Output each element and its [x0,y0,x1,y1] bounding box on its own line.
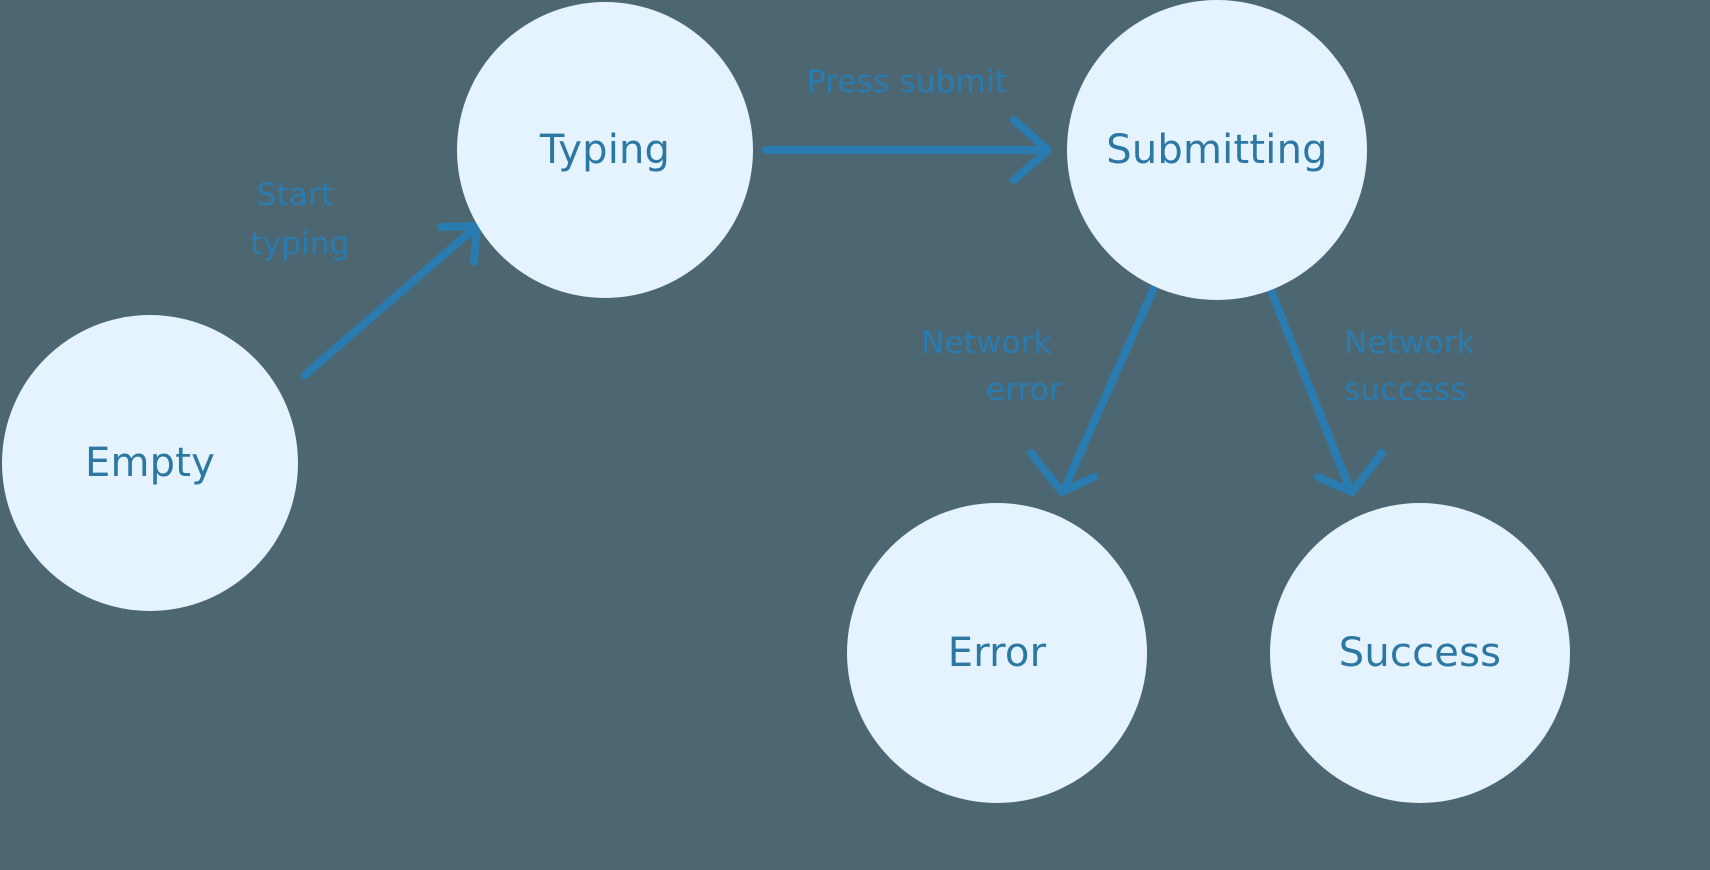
edge-label-submitting-to-error: Network error [921,325,1062,408]
edge-label-submitting-to-success: Network success [1344,325,1485,408]
arrowhead-submitting-to-error [1027,449,1098,496]
edge-label-line: success [1344,372,1467,408]
edge-label-line: Network [921,325,1052,361]
edge-label-line: error [986,372,1062,408]
edge-label-empty-to-typing: Start typing [250,177,349,262]
edge-label-line: Start [257,177,334,213]
node-circle-success [1270,503,1570,803]
node-circle-typing [457,2,753,298]
edge-line-submitting-to-success [1266,284,1353,491]
edge-label-typing-to-submitting: Press submit [807,64,1007,100]
edge-submitting-to-success[interactable]: Network success [1266,284,1485,496]
node-error[interactable]: Error [847,503,1147,803]
edge-label-line: Press submit [807,64,1007,100]
node-label-submitting: Submitting [1106,127,1327,173]
arrowhead-submitting-to-success [1314,449,1386,496]
node-circle-empty [2,315,298,611]
node-empty[interactable]: Empty [2,315,298,611]
node-success[interactable]: Success [1270,503,1570,803]
node-label-typing: Typing [539,127,670,173]
edge-line-empty-to-typing [301,228,474,379]
edge-typing-to-submitting[interactable]: Press submit [762,64,1052,184]
edge-label-line: Network [1344,325,1475,361]
node-label-error: Error [948,630,1047,676]
edge-submitting-to-error[interactable]: Network error [921,284,1158,496]
edge-line-submitting-to-error [1061,284,1158,491]
edge-label-line: typing [250,226,349,262]
edge-empty-to-typing[interactable]: Start typing [250,177,481,379]
node-submitting[interactable]: Submitting [1067,0,1367,300]
node-typing[interactable]: Typing [457,2,753,298]
node-label-empty: Empty [85,440,215,486]
node-circle-submitting [1067,0,1367,300]
node-label-success: Success [1339,630,1501,676]
node-circle-error [847,503,1147,803]
arrowhead-typing-to-submitting [1010,116,1052,184]
arrowhead-empty-to-typing [437,222,481,266]
